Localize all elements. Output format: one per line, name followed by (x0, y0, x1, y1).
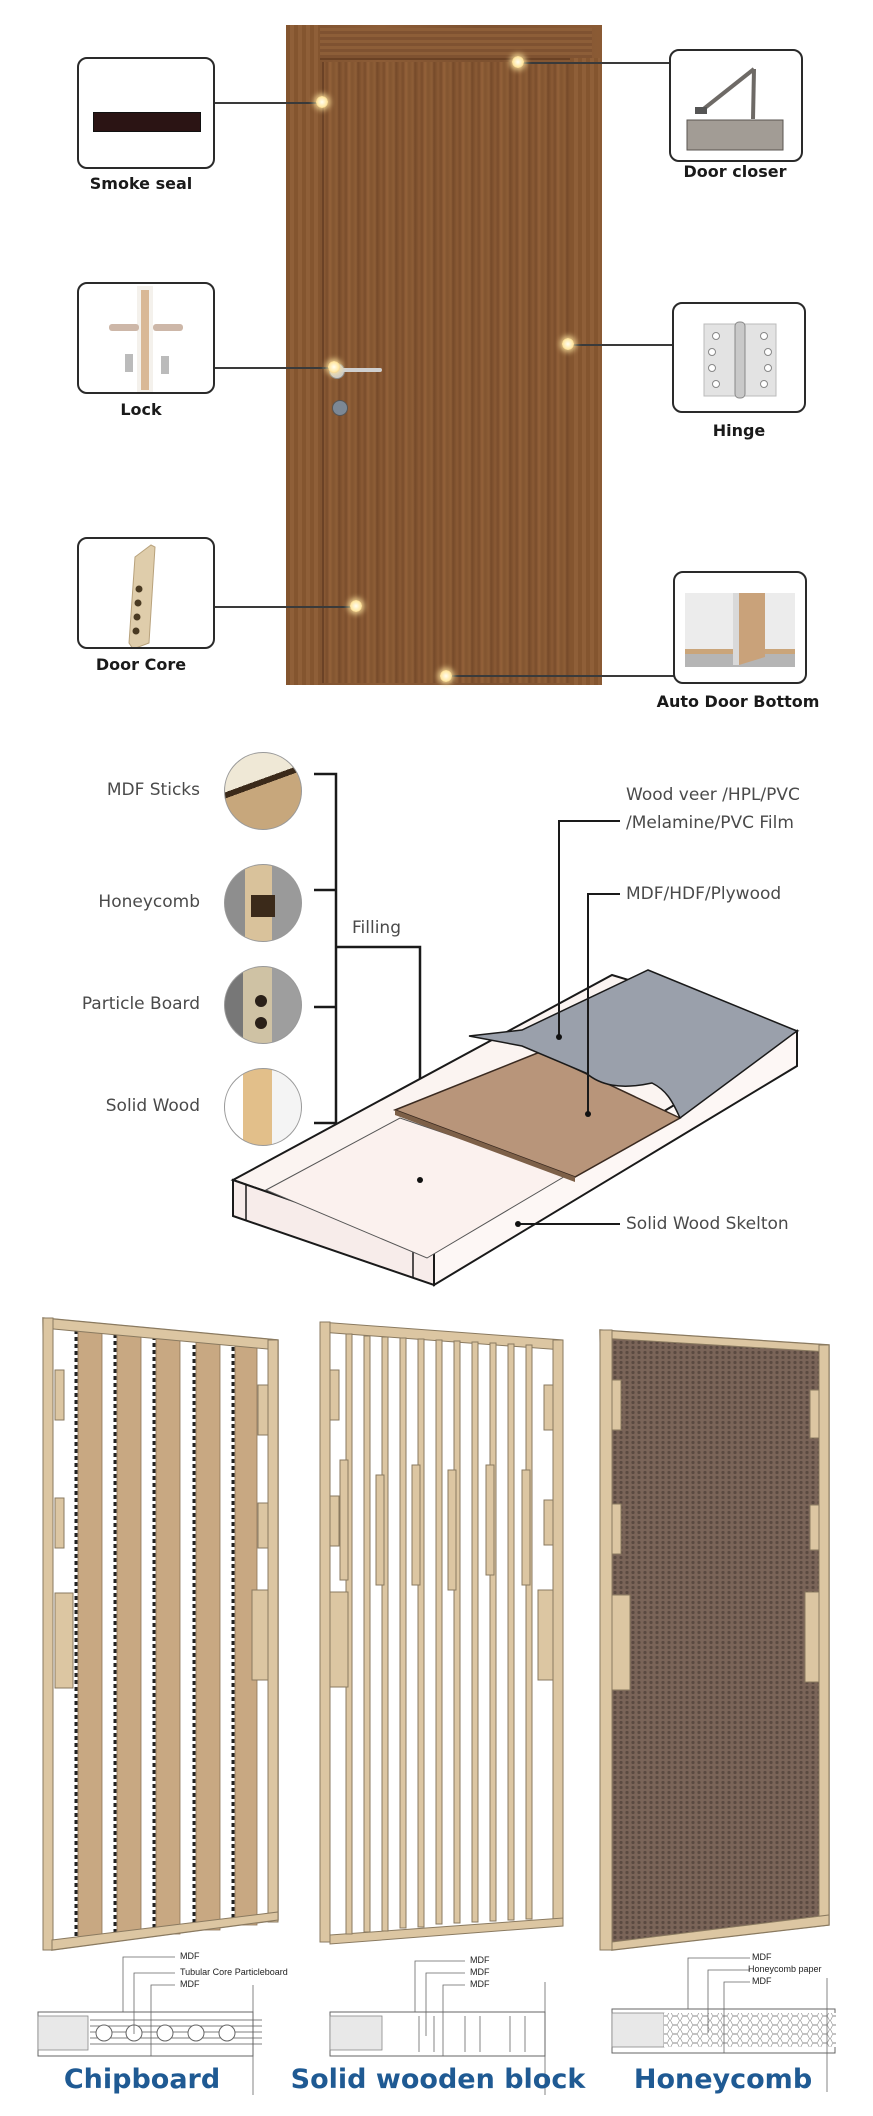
door-core-marker (350, 600, 362, 612)
door-closer-label: Door closer (683, 162, 787, 181)
surface-layer-label-line1: Wood veer /HPL/PVC (626, 785, 800, 805)
hinge-marker (562, 338, 574, 350)
hinge-box (672, 302, 806, 413)
smoke-seal-icon (93, 112, 201, 132)
auto-door-bottom-marker (440, 670, 452, 682)
surface-layer-label-line2: /Melamine/PVC Film (626, 813, 794, 833)
smoke-seal-leader (214, 102, 322, 104)
solid-wood-thumbnail (224, 1068, 302, 1146)
substrate-layer-label: MDF/HDF/Plywood (626, 884, 782, 904)
door-frame-right-jamb (570, 58, 600, 685)
door-closer-leader (520, 62, 670, 64)
door-closer-box (669, 49, 803, 162)
hinge-label: Hinge (712, 421, 766, 440)
core-type-title-honeycomb: Honeycomb (633, 2064, 813, 2095)
honeycomb-section-label-bottom: MDF (752, 1976, 772, 1986)
lock-box (77, 282, 215, 394)
door-frame-header (310, 28, 592, 60)
smoke-seal-label: Smoke seal (89, 174, 193, 193)
hinge-leader (570, 344, 673, 346)
smoke-seal-marker (316, 96, 328, 108)
chipboard-section-label-top: MDF (180, 1951, 200, 1961)
door-closer-marker (512, 56, 524, 68)
keyhole-icon (332, 400, 348, 416)
smoke-seal-box (77, 57, 215, 169)
filling-label-particle-board: Particle Board (81, 994, 200, 1014)
honeycomb-section-label-top: MDF (752, 1952, 772, 1962)
lock-label: Lock (120, 400, 162, 419)
door-leaf (322, 62, 572, 683)
core-type-title-chipboard: Chipboard (63, 2064, 221, 2095)
door-board-isometric (230, 820, 800, 1287)
skeleton-layer-label: Solid Wood Skelton (626, 1214, 789, 1234)
solid-block-section-label-bottom: MDF (470, 1979, 490, 1989)
filling-label-honeycomb: Honeycomb (98, 892, 200, 912)
honeycomb-section-label-core: Honeycomb paper (748, 1964, 822, 1974)
auto-door-bottom-box (673, 571, 807, 684)
auto-door-bottom-label: Auto Door Bottom (656, 692, 820, 711)
door-frame-left-jamb (286, 25, 320, 685)
door-core-label: Door Core (95, 655, 187, 674)
solid-block-section-label-core: MDF (470, 1967, 490, 1977)
auto-door-bottom-icon (685, 593, 795, 667)
lock-marker (328, 361, 340, 373)
door-closer-icon (686, 67, 784, 151)
lock-leader (214, 367, 334, 369)
core-type-title-solid-wooden-block: Solid wooden block (290, 2064, 586, 2095)
lock-icon (109, 286, 183, 392)
filling-label-mdf-sticks: MDF Sticks (106, 780, 200, 800)
chipboard-section-label-bottom: MDF (180, 1979, 200, 1989)
solid-block-section-label-top: MDF (470, 1955, 490, 1965)
door-handle-lever (340, 368, 382, 372)
door-core-leader (214, 606, 356, 608)
door-core-icon (128, 544, 156, 647)
chipboard-section-label-core: Tubular Core Particleboard (180, 1967, 288, 1977)
mdf-sticks-thumbnail (224, 752, 302, 830)
hinge-icon (703, 321, 777, 399)
filling-label-solid-wood: Solid Wood (105, 1096, 200, 1116)
particle-board-thumbnail (224, 966, 302, 1044)
auto-door-bottom-leader (446, 675, 674, 677)
filling-group-label: Filling (352, 918, 401, 938)
door-core-box (77, 537, 215, 649)
honeycomb-thumbnail (224, 864, 302, 942)
